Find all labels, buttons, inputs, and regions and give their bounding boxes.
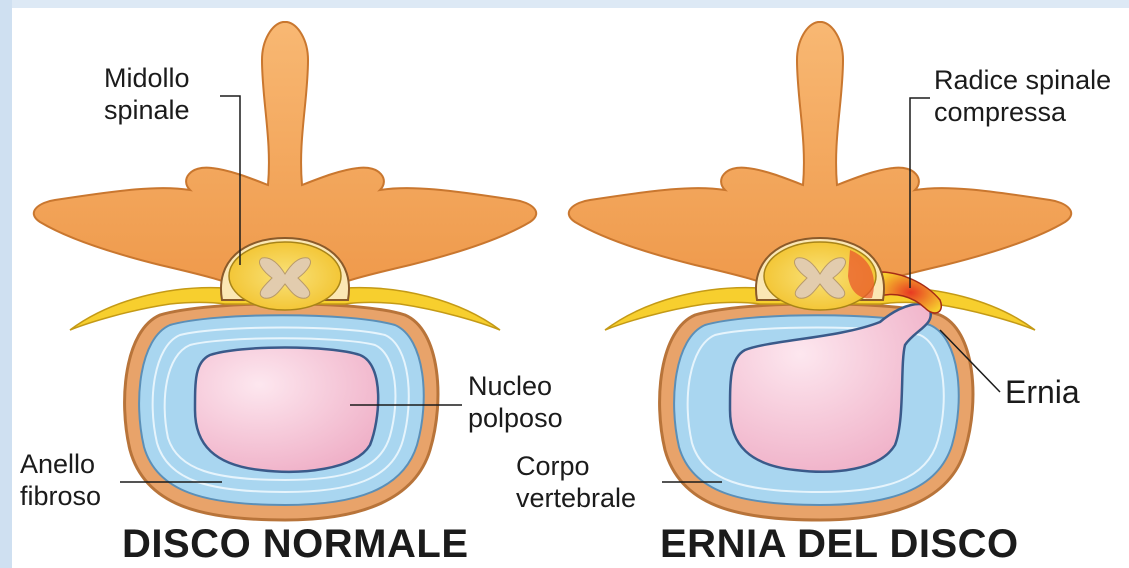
label-corpo-line2: vertebrale: [516, 482, 636, 514]
title-disco-normale: DISCO NORMALE: [122, 522, 469, 566]
label-anello-line1: Anello: [20, 448, 101, 480]
label-midollo-line2: spinale: [104, 94, 190, 126]
label-anello-line2: fibroso: [20, 480, 101, 512]
label-nucleo-polposo: Nucleo polposo: [468, 370, 563, 434]
label-midollo-spinale: Midollo spinale: [104, 62, 190, 126]
label-radice-spinale: Radice spinale compressa: [934, 64, 1111, 128]
label-ernia: Ernia: [1005, 374, 1080, 410]
label-radice-line1: Radice spinale: [934, 64, 1111, 96]
label-nucleo-line2: polposo: [468, 402, 563, 434]
label-corpo-line1: Corpo: [516, 450, 636, 482]
label-radice-line2: compressa: [934, 96, 1111, 128]
label-nucleo-line1: Nucleo: [468, 370, 563, 402]
title-ernia-del-disco: ERNIA DEL DISCO: [660, 522, 1019, 566]
nucleus-left: [195, 348, 378, 472]
label-midollo-line1: Midollo: [104, 62, 190, 94]
label-anello-fibroso: Anello fibroso: [20, 448, 101, 512]
label-corpo-vertebrale: Corpo vertebrale: [516, 450, 636, 514]
